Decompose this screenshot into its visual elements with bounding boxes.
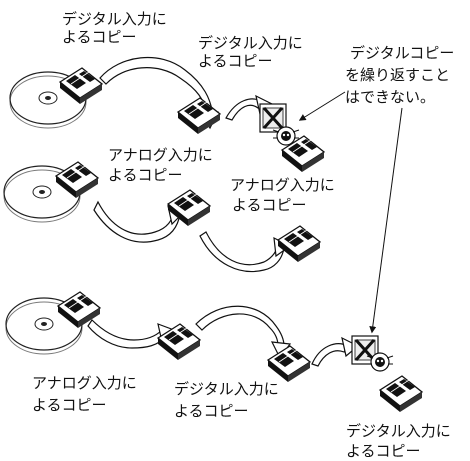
row2-source-label-1: アナログ入力に <box>108 146 213 164</box>
row3-digital-label-2: よるコピー <box>174 402 249 420</box>
row3-bottom-label-2: よるコピー <box>346 442 421 460</box>
note-pointer-row1 <box>298 91 346 121</box>
arrow-row2-b <box>199 231 285 273</box>
row1-source-label-2: よるコピー <box>62 28 137 46</box>
row2-source-label-2: よるコピー <box>108 166 183 184</box>
row2-copy-label-2: よるコピー <box>232 196 307 214</box>
minidisc-row1-copy <box>177 97 221 135</box>
note-line-3: はできない。 <box>345 88 435 106</box>
minidisc-row2-copy2 <box>277 225 321 263</box>
row3-bottom-label-1: デジタル入力に <box>346 422 451 440</box>
row3-digital-label-1: デジタル入力に <box>174 380 279 398</box>
row1-copy-label-2: よるコピー <box>198 52 273 70</box>
row3-analog-label-2: よるコピー <box>32 396 107 414</box>
note-pointer-row3 <box>369 107 403 334</box>
note-line-1: デジタルコピー <box>350 44 454 62</box>
arrow-row2-a <box>93 200 181 243</box>
arrow-row3-c <box>311 343 349 367</box>
minidisc-row3-blocked <box>379 375 423 413</box>
row1-copy-label-1: デジタル入力に <box>198 34 303 52</box>
row3-analog-label-1: アナログ入力に <box>32 374 137 392</box>
arrow-row3-a <box>87 319 167 349</box>
minidisc-row3-digital <box>267 345 311 383</box>
arrow-row3-b <box>195 305 285 347</box>
note-line-2: を繰り返すこと <box>345 66 450 84</box>
arrow-row1-b <box>225 98 263 121</box>
row2-copy-label-1: アナログ入力に <box>230 176 335 194</box>
row1-source-label-1: デジタル入力に <box>62 10 167 28</box>
